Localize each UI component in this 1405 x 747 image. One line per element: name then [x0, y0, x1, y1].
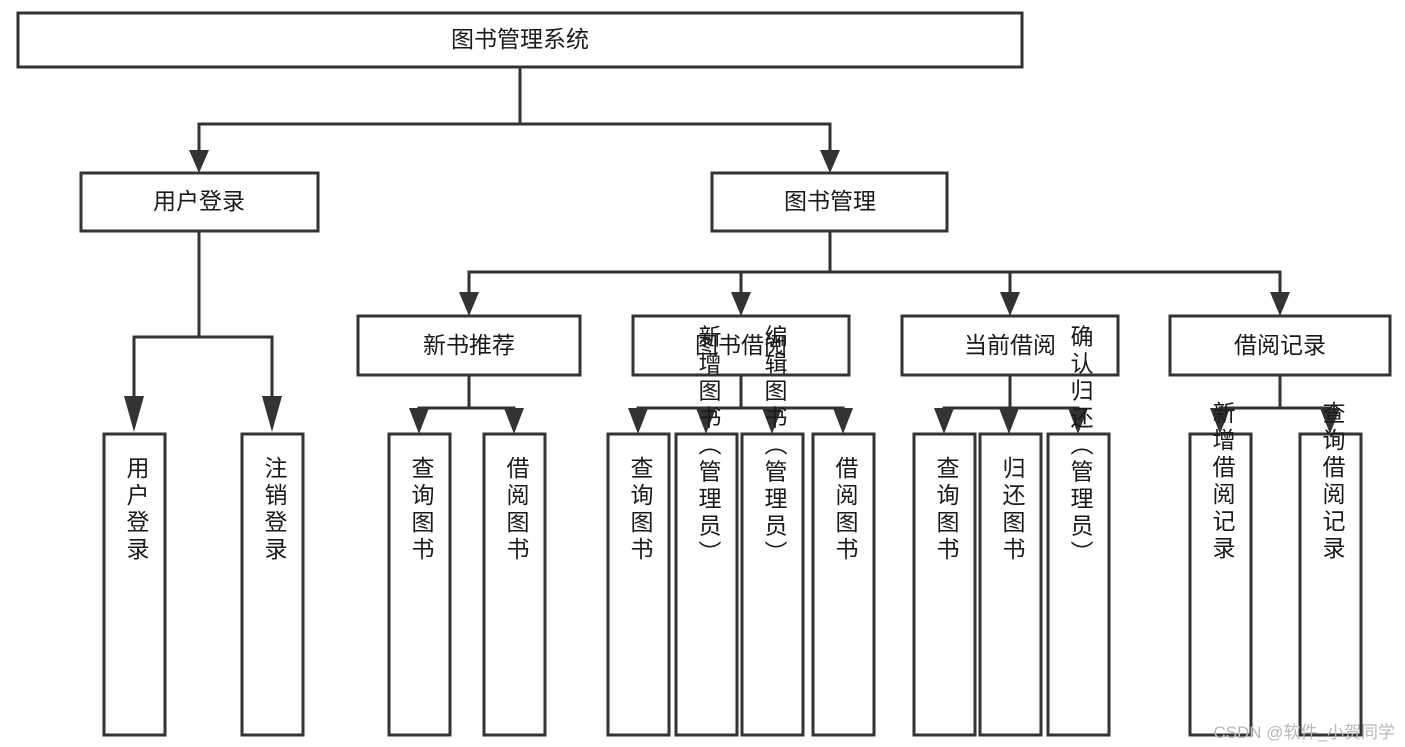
arrowhead-leaf-borrow-book-1	[504, 408, 524, 434]
arrowhead-leaf-confirm-return	[1068, 408, 1088, 434]
node-leaf-edit-book-box[interactable]	[740, 432, 805, 737]
arrowhead-leaf-query-book-1	[409, 408, 429, 434]
arrowhead-leaf-add-book	[696, 408, 716, 434]
arrowhead-new-book-rec	[459, 292, 479, 316]
node-user-login-box[interactable]	[79, 171, 320, 233]
node-leaf-query-book-3-label: 查询图书	[933, 456, 960, 564]
node-new-book-rec-box[interactable]	[356, 314, 582, 377]
node-leaf-query-book-1-label: 查询图书	[408, 456, 435, 564]
node-leaf-borrow-book-2[interactable]: 借阅图书	[811, 432, 876, 737]
node-leaf-edit-book[interactable]: 编辑图书（管理员）	[740, 325, 805, 737]
node-leaf-query-book-1[interactable]: 查询图书	[387, 432, 452, 737]
node-leaf-add-book[interactable]: 新增图书（管理员）	[674, 325, 739, 737]
node-leaf-add-record[interactable]: 新增借阅记录	[1188, 401, 1253, 737]
nodes-layer: 图书管理系统 用户登录 图书管理 新书推荐 图书借阅	[16, 11, 1392, 737]
node-leaf-edit-book-label: 编辑图书（管理员）	[761, 325, 788, 568]
node-leaf-return-book-box[interactable]	[978, 432, 1043, 737]
node-leaf-query-book-3[interactable]: 查询图书	[912, 432, 977, 737]
node-leaf-query-record[interactable]: 查询借阅记录	[1298, 401, 1363, 737]
node-leaf-user-login-box[interactable]	[102, 432, 167, 737]
node-book-borrow-label: 图书借阅	[695, 332, 787, 358]
node-leaf-return-book-label: 归还图书	[999, 456, 1026, 564]
node-leaf-logout[interactable]: 注销登录	[240, 432, 305, 737]
node-leaf-query-book-2[interactable]: 查询图书	[606, 432, 671, 737]
arrowhead-leaf-query-book-3	[934, 408, 954, 434]
node-leaf-user-login[interactable]: 用户登录	[102, 432, 167, 737]
arrowhead-current-borrow	[1000, 292, 1020, 316]
node-leaf-borrow-book-2-label: 借阅图书	[832, 456, 859, 564]
arrowhead-book-borrow	[731, 292, 751, 316]
node-leaf-confirm-return-label: 确认归还（管理员）	[1067, 325, 1094, 568]
arrowhead-leaf-logout	[262, 396, 282, 432]
node-leaf-confirm-return[interactable]: 确认归还（管理员）	[1046, 325, 1111, 737]
node-leaf-borrow-book-2-box[interactable]	[811, 432, 876, 737]
edges-layer	[124, 65, 1340, 434]
node-root-label: 图书管理系统	[451, 26, 589, 52]
node-leaf-logout-label: 注销登录	[261, 456, 288, 564]
arrowhead-leaf-borrow-book-2	[833, 408, 853, 434]
node-leaf-query-record-label: 查询借阅记录	[1319, 401, 1346, 563]
arrowhead-leaf-return-book	[999, 408, 1019, 434]
node-borrow-record[interactable]: 借阅记录	[1168, 314, 1392, 377]
node-leaf-borrow-book-1-box[interactable]	[482, 432, 547, 737]
node-leaf-borrow-book-1[interactable]: 借阅图书	[482, 432, 547, 737]
arrowhead-leaf-add-record	[1210, 408, 1230, 434]
arrowhead-leaf-query-record	[1320, 408, 1340, 434]
node-leaf-add-book-label: 新增图书（管理员）	[695, 325, 722, 568]
node-root[interactable]: 图书管理系统	[16, 11, 1024, 69]
node-new-book-rec[interactable]: 新书推荐	[356, 314, 582, 377]
node-leaf-query-book-3-box[interactable]	[912, 432, 977, 737]
node-book-manage[interactable]: 图书管理	[710, 171, 949, 233]
node-leaf-query-book-2-label: 查询图书	[627, 456, 654, 564]
node-book-borrow-box[interactable]	[631, 314, 851, 377]
node-leaf-borrow-book-1-label: 借阅图书	[503, 456, 530, 564]
node-user-login[interactable]: 用户登录	[79, 171, 320, 233]
node-leaf-logout-box[interactable]	[240, 432, 305, 737]
arrowhead-borrow-record	[1270, 292, 1290, 316]
node-leaf-query-book-2-box[interactable]	[606, 432, 671, 737]
arrowhead-leaf-user-login	[124, 396, 144, 432]
arrowhead-leaf-query-book-2	[628, 408, 648, 434]
node-borrow-record-box[interactable]	[1168, 314, 1392, 377]
node-leaf-add-book-box[interactable]	[674, 432, 739, 737]
node-leaf-return-book[interactable]: 归还图书	[978, 432, 1043, 737]
node-leaf-query-record-box[interactable]	[1298, 432, 1363, 737]
node-user-login-label: 用户登录	[153, 188, 245, 214]
node-current-borrow-label: 当前借阅	[964, 332, 1056, 358]
node-leaf-add-record-box[interactable]	[1188, 432, 1253, 737]
node-book-manage-label: 图书管理	[784, 188, 876, 214]
node-new-book-rec-label: 新书推荐	[423, 332, 515, 358]
node-book-borrow[interactable]: 图书借阅	[631, 314, 851, 377]
arrowhead-leaf-edit-book	[762, 408, 782, 434]
arrowhead-user-login	[189, 150, 209, 173]
node-current-borrow[interactable]: 当前借阅	[900, 314, 1120, 377]
node-book-manage-box[interactable]	[710, 171, 949, 233]
node-current-borrow-box[interactable]	[900, 314, 1120, 377]
node-leaf-add-record-label: 新增借阅记录	[1209, 401, 1236, 563]
node-borrow-record-label: 借阅记录	[1234, 332, 1326, 358]
node-root-box[interactable]	[16, 11, 1024, 69]
node-leaf-user-login-label: 用户登录	[123, 456, 150, 564]
node-leaf-confirm-return-box[interactable]	[1046, 432, 1111, 737]
node-leaf-query-book-1-box[interactable]	[387, 432, 452, 737]
arrowhead-book-manage	[820, 150, 840, 173]
